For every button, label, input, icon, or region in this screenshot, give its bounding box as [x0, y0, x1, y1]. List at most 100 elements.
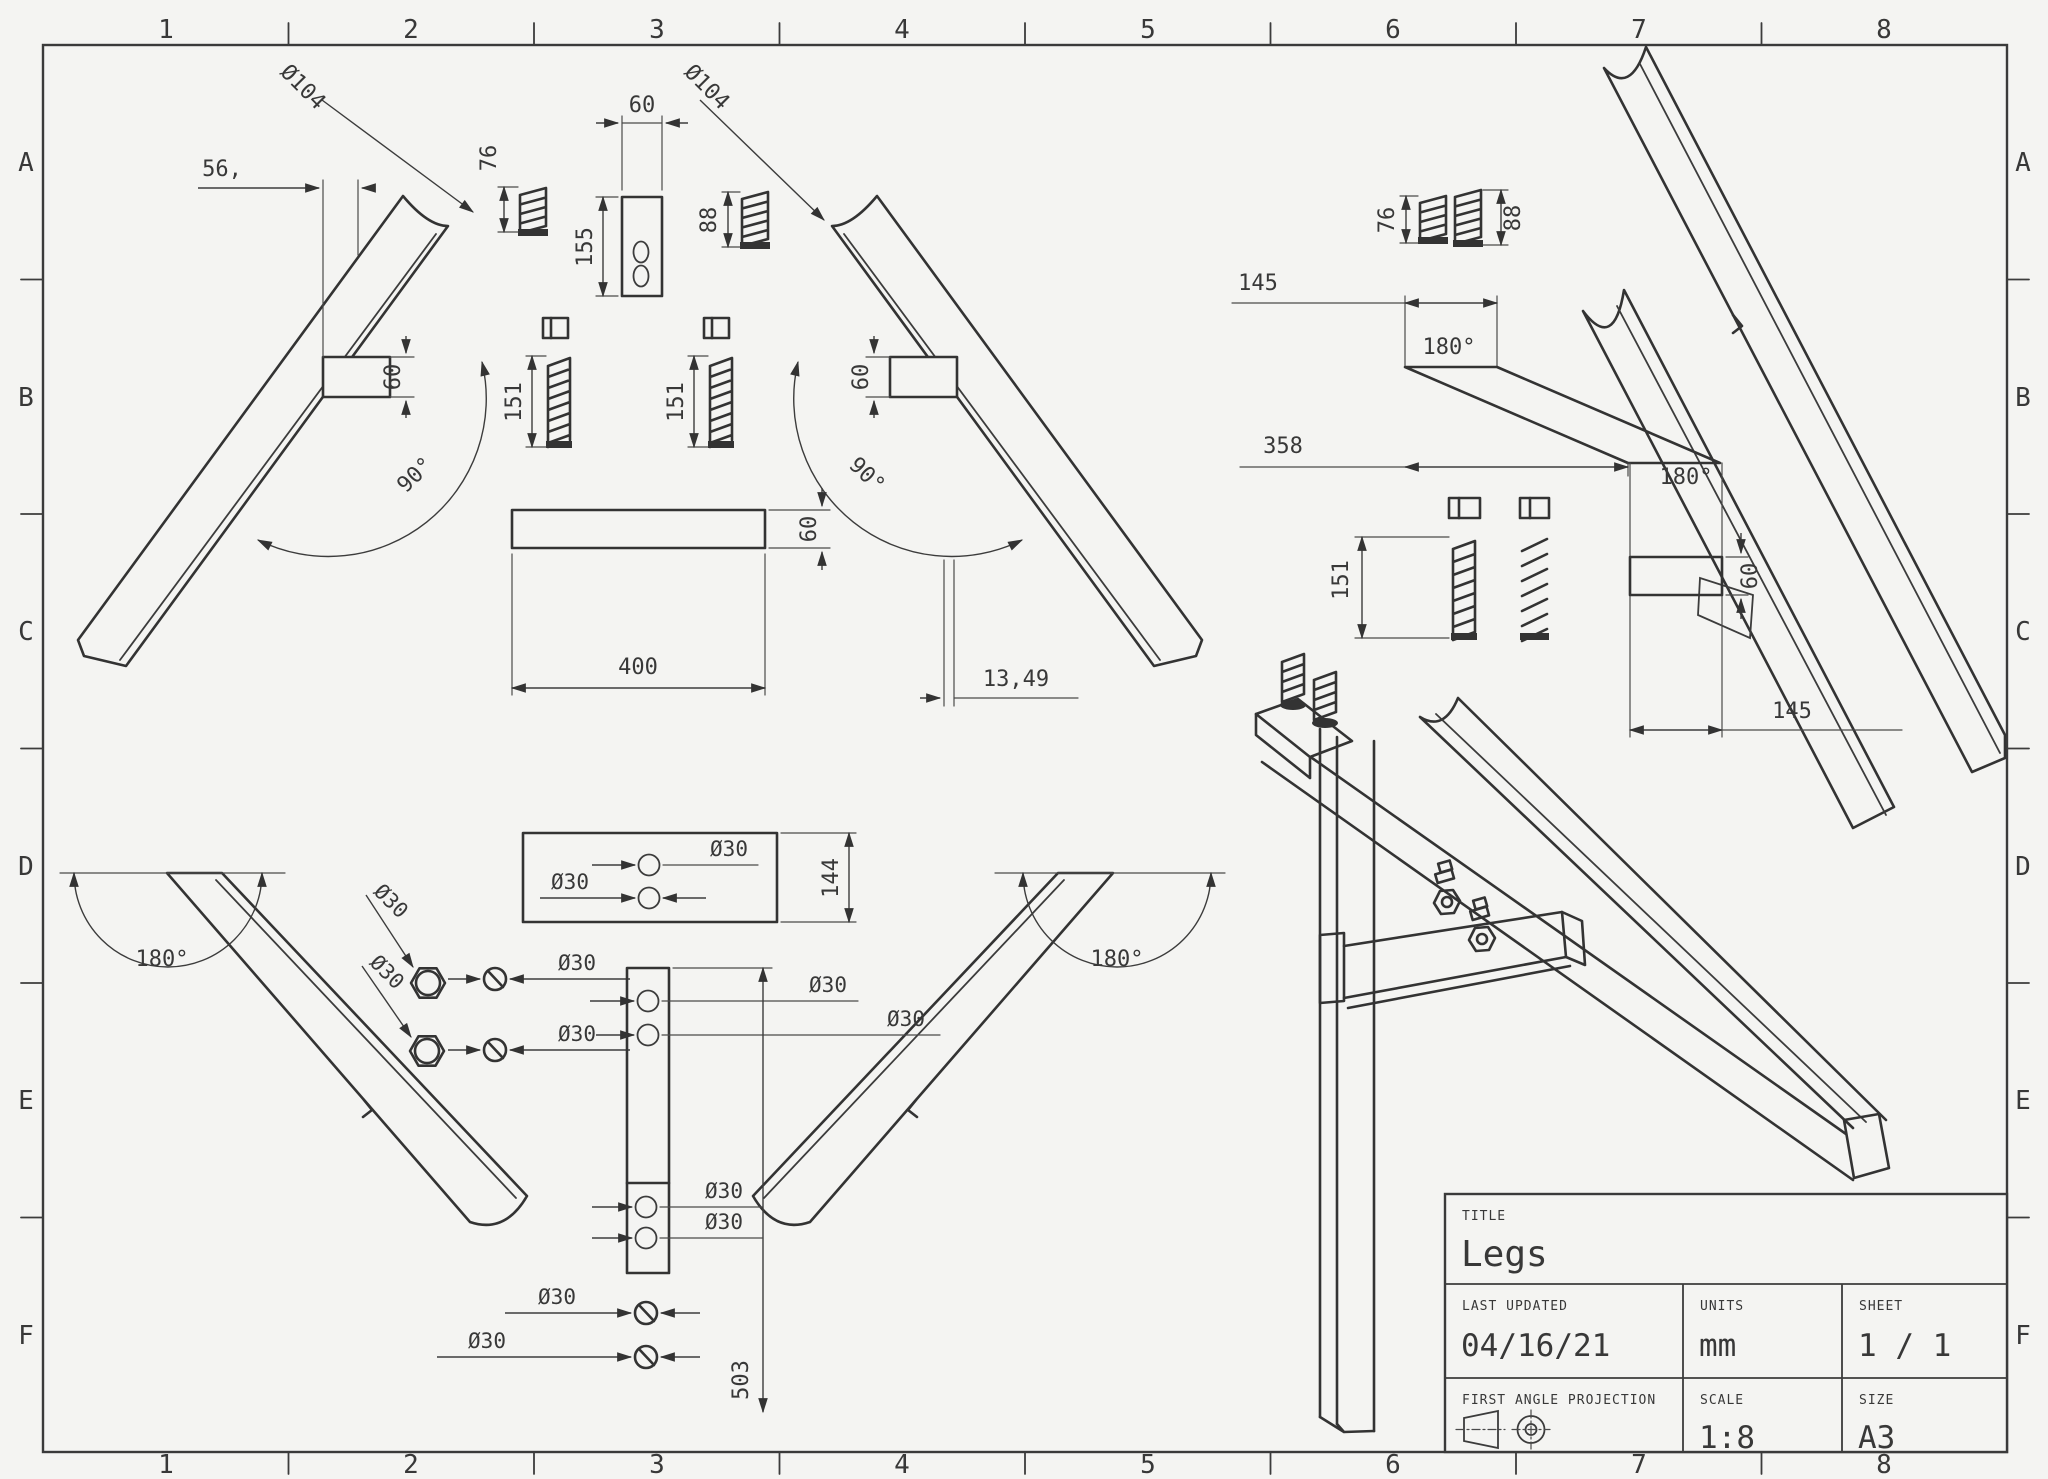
- dim-front-rod-a: 76: [477, 145, 502, 172]
- front-nut-left: [541, 316, 570, 340]
- front-right-leg: [830, 194, 1204, 668]
- iso-leg-steep: [1418, 696, 1888, 1130]
- dim-bolt-end-1: Ø30: [558, 951, 596, 975]
- iso-foot: [1842, 1112, 1891, 1180]
- grid-col-bottom: 5: [1140, 1450, 1156, 1479]
- dim-side-top-len: 145: [1238, 271, 1278, 296]
- front-nut-right: [702, 316, 731, 340]
- grid-row-left: D: [18, 852, 34, 882]
- dim-front-stretcher-len: 400: [618, 655, 658, 680]
- dim-bolt-end-4: Ø30: [468, 1329, 506, 1353]
- grid-row-left: F: [18, 1321, 34, 1351]
- side-rail-end: [1628, 555, 1724, 597]
- dim-post-hole-2: Ø30: [887, 1007, 925, 1031]
- dim-plan-angle-left: 180°: [136, 947, 189, 972]
- grid-row-right: A: [2015, 148, 2031, 178]
- grid-col-top: 8: [1876, 15, 1892, 45]
- dim-nut-1: Ø30: [369, 879, 413, 923]
- plan-bolt-end-4: [633, 1344, 659, 1370]
- grid-row-right: E: [2015, 1086, 2031, 1116]
- front-left-rail: [321, 355, 392, 399]
- grid-ticks: [20, 22, 2030, 1475]
- dim-side-rod-a: 76: [1375, 207, 1400, 234]
- plan-left-leg: [165, 871, 529, 1227]
- grid-col-bottom: 7: [1631, 1450, 1647, 1479]
- units-label: UNITS: [1700, 1299, 1744, 1314]
- plan-bolt-end-1: [482, 966, 508, 992]
- scale-value: 1:8: [1699, 1420, 1755, 1456]
- dim-bolt-end-3: Ø30: [538, 1285, 576, 1309]
- front-cap-block: [620, 195, 664, 298]
- updated-value: 04/16/21: [1461, 1328, 1610, 1364]
- sheet-frame: 1 2 3 4 5 6 7 8 1 2 3 4 5 6 7 8 A B C D …: [18, 15, 2031, 1479]
- view-isometric: [1254, 652, 1891, 1434]
- dim-front-stretcher-h: 60: [797, 516, 822, 543]
- dim-front-rod-b: 88: [697, 207, 722, 234]
- view-plan-exploded: 180° 180° Ø30 Ø30 144 Ø30 Ø30 Ø30 Ø30: [59, 831, 1226, 1414]
- grid-col-top: 1: [158, 15, 174, 45]
- dim-side-rod-b: 88: [1501, 205, 1526, 232]
- plan-hex-nut-2: [408, 1035, 446, 1067]
- dim-side-angle-top: 180°: [1423, 335, 1476, 360]
- dim-front-cap-l: 155: [573, 227, 598, 267]
- drawing-title: Legs: [1461, 1234, 1548, 1275]
- grid-col-top: 2: [403, 15, 419, 45]
- plan-center-post: [625, 966, 671, 1275]
- iso-bolt-2: [1467, 896, 1497, 953]
- dim-post-hole-1: Ø30: [809, 973, 847, 997]
- grid-row-right: B: [2015, 383, 2031, 413]
- dim-front-rail-right-h: 60: [849, 364, 874, 391]
- dim-post-hole-3: Ø30: [705, 1179, 743, 1203]
- plan-right-leg: [751, 871, 1115, 1227]
- side-threaded-rod-88: [1453, 188, 1483, 247]
- dim-plate-hole-1: Ø30: [710, 837, 748, 861]
- grid-row-left: A: [18, 148, 34, 178]
- iso-rail: [1318, 910, 1587, 1010]
- grid-col-top: 3: [649, 15, 665, 45]
- scale-label: SCALE: [1700, 1393, 1744, 1408]
- dim-front-foot-offset: 13,49: [983, 667, 1049, 692]
- title-block: TITLE Legs LAST UPDATED 04/16/21 UNITS m…: [1443, 1192, 2009, 1456]
- grid-col-bottom: 4: [894, 1450, 910, 1479]
- grid-col-top: 4: [894, 15, 910, 45]
- iso-center-post: [1318, 727, 1376, 1434]
- dim-side-mid-len: 358: [1263, 434, 1303, 459]
- dim-bolt-end-2: Ø30: [558, 1022, 596, 1046]
- view-side: 76 88 145 180° 358 180° 60 145 151: [1231, 45, 2007, 830]
- dim-plate-hole-2: Ø30: [551, 870, 589, 894]
- grid-col-bottom: 8: [1876, 1450, 1892, 1479]
- front-threaded-rod-88: [740, 190, 770, 249]
- side-lap-notch: [1697, 576, 1754, 640]
- plan-hex-nut-1: [409, 967, 447, 999]
- dim-post-hole-4: Ø30: [705, 1210, 743, 1234]
- grid-col-top: 6: [1385, 15, 1401, 45]
- iso-bolt-1: [1432, 859, 1462, 916]
- iso-threaded-rods: [1280, 652, 1338, 728]
- dim-front-top-offset: 56,: [202, 157, 242, 182]
- grid-row-left: C: [18, 617, 34, 647]
- front-rod-151-right: [708, 356, 734, 449]
- dim-plan-angle-right: 180°: [1091, 947, 1144, 972]
- side-threaded-rod-76: [1418, 194, 1448, 244]
- dim-front-cap-w: 60: [629, 93, 656, 118]
- iso-leg-shallow: [1260, 756, 1855, 1182]
- front-right-rail: [888, 355, 959, 399]
- grid-row-right: C: [2015, 617, 2031, 647]
- side-nut-right: [1518, 496, 1551, 520]
- dim-front-rail-left-h: 60: [381, 364, 406, 391]
- grid-row-right: F: [2015, 1321, 2031, 1351]
- side-rod-151-left: [1451, 539, 1477, 642]
- side-leg-board-a: [1602, 45, 2007, 774]
- dim-front-angle-left: 90°: [393, 453, 439, 499]
- grid-row-right: D: [2015, 852, 2031, 882]
- title-label: TITLE: [1462, 1209, 1506, 1224]
- dim-front-leg-dia-left: Ø104: [275, 60, 330, 115]
- dim-side-rail-h: 60: [1738, 563, 1763, 590]
- grid-col-bottom: 6: [1385, 1450, 1401, 1479]
- grid-row-left: B: [18, 383, 34, 413]
- dim-front-angle-right: 90°: [844, 453, 890, 499]
- first-angle-projection-icon: [1455, 1409, 1551, 1450]
- plan-bolt-end-3: [633, 1300, 659, 1326]
- grid-col-bottom: 2: [403, 1450, 419, 1479]
